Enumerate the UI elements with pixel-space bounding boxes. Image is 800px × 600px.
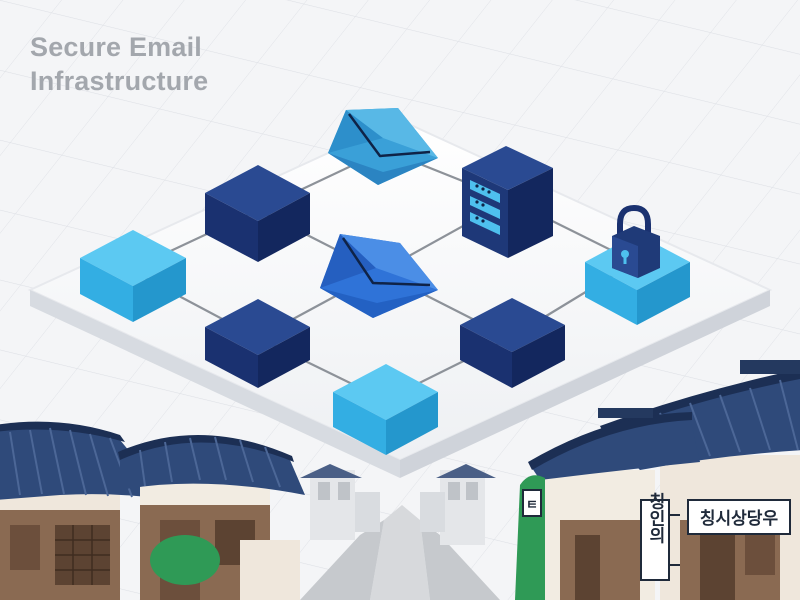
network-node-dark	[460, 298, 565, 388]
padlock-icon	[612, 204, 660, 278]
title-line-2: Infrastructure	[30, 66, 209, 96]
title-line-1: Secure Email	[30, 32, 202, 62]
shop-sign: 칭시상당우	[687, 499, 791, 535]
envelope-icon	[320, 234, 438, 318]
envelope-icon	[328, 108, 438, 185]
street-scene: ㅌ 칭인의 칭시상당우	[0, 360, 800, 600]
server-icon	[462, 146, 553, 258]
hanging-sign: 칭인의	[640, 492, 680, 581]
page-title: Secure Email Infrastructure	[30, 30, 208, 98]
small-sign-text: ㅌ	[526, 498, 538, 513]
network-node-dark	[205, 299, 310, 388]
small-sign: ㅌ	[522, 489, 542, 517]
hanging-sign-text: 칭인의	[645, 492, 665, 544]
network-node-light	[80, 230, 186, 322]
network-node-dark	[205, 165, 310, 262]
network-node-light	[333, 364, 438, 455]
shop-sign-text: 칭시상당우	[700, 509, 779, 529]
